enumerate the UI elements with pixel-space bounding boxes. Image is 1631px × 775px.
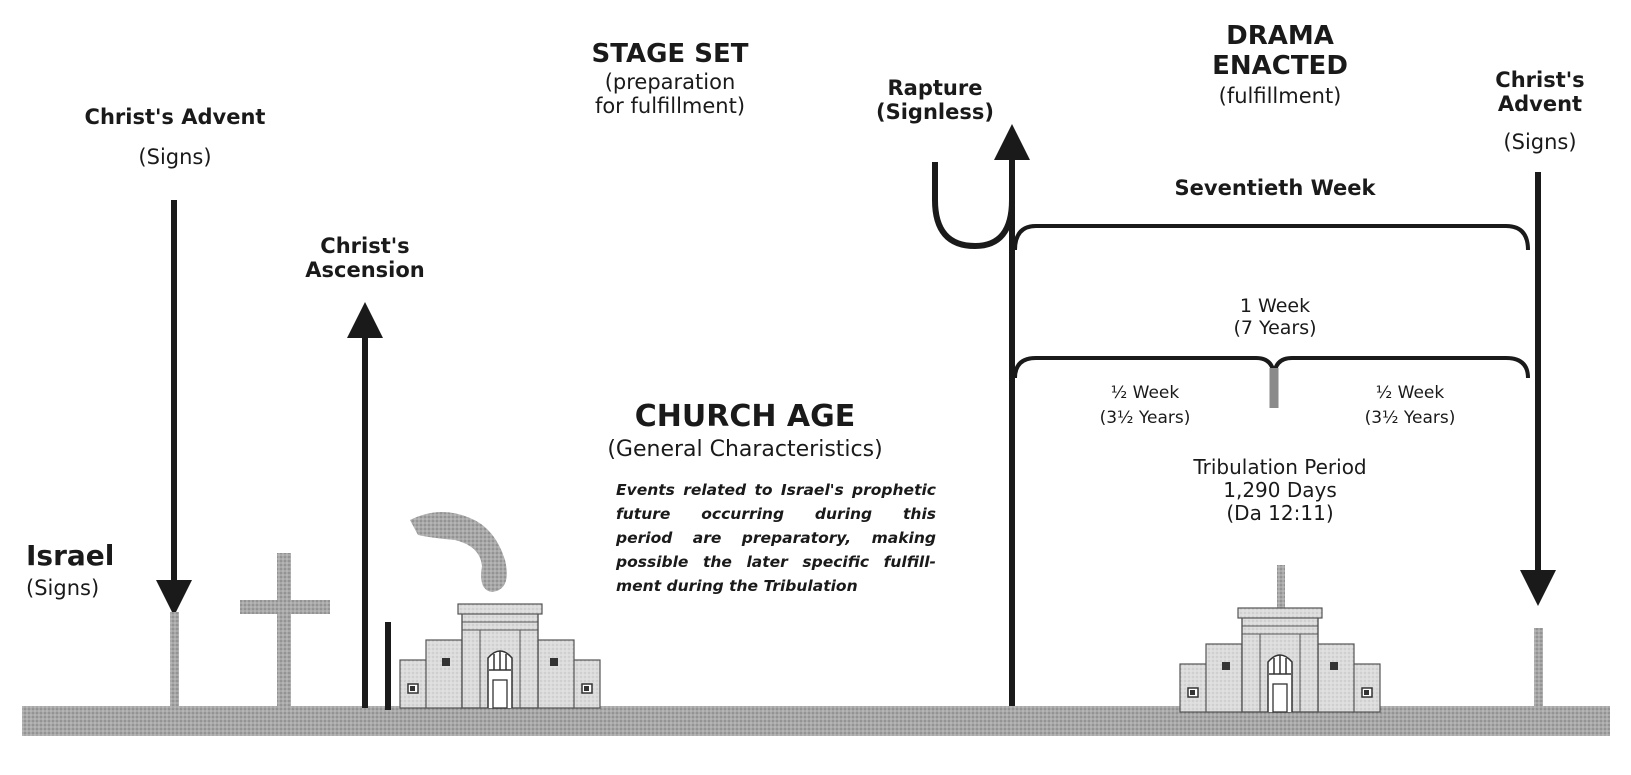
rapture-line1: Rapture (887, 76, 983, 100)
church-note-line: future occurring during this (616, 505, 936, 524)
smoke-icon (410, 511, 507, 592)
church-note-line: period are preparatory, making (616, 529, 936, 548)
tribulation-line2: 1,290 Days (1223, 478, 1337, 502)
one-week-label: 1 Week (7 Years) (1200, 295, 1350, 340)
rapture-line2: (Signless) (876, 100, 994, 125)
church-note-line: ment during the Tribulation (616, 577, 858, 596)
rapture-label: Rapture (Signless) (860, 76, 1010, 124)
tribulation-line1: Tribulation Period (1193, 455, 1367, 479)
advent-left-title: Christ's Advent (84, 105, 266, 129)
stage-set-sub1: (preparation (604, 69, 736, 94)
temple-icon-2 (1179, 607, 1381, 713)
half-week-left-line2: (3½ Years) (1099, 407, 1191, 428)
abomination-post (1277, 565, 1285, 609)
advent-right-line2: Advent (1497, 92, 1583, 117)
stage-set-label: STAGE SET (preparation for fulfillment) (565, 39, 775, 119)
church-note-line: Events related to Israel's prophetic (616, 481, 936, 499)
church-age-label: CHURCH AGE (General Characteristics) (560, 399, 930, 462)
advent-right-post (1534, 628, 1543, 708)
israel-label: Israel (Signs) (26, 539, 115, 601)
half-week-right-label: ½ Week (3½ Years) (1345, 383, 1475, 428)
israel-title: Israel (26, 539, 115, 572)
one-week-line2: (7 Years) (1233, 316, 1317, 339)
tribulation-label: Tribulation Period 1,290 Days (Da 12:11) (1160, 456, 1400, 525)
seventieth-week-label: Seventieth Week (1174, 176, 1376, 200)
half-week-left-label: ½ Week (3½ Years) (1085, 383, 1205, 428)
tribulation-line3: (Da 12:11) (1226, 501, 1334, 525)
half-week-left-line1: ½ Week (1110, 383, 1180, 403)
temple-icon (399, 603, 601, 709)
church-age-sub: (General Characteristics) (607, 436, 883, 462)
drama-line1: DRAMA (1226, 21, 1334, 51)
rapture-hook (932, 162, 1015, 706)
cross-icon (240, 553, 330, 708)
ascension-line2: Ascension (305, 258, 425, 283)
stage-set-sub2: for fulfillment) (594, 94, 746, 119)
advent-right-signs: (Signs) (1503, 130, 1577, 155)
advent-left-post (170, 612, 179, 707)
church-age-title: CHURCH AGE (634, 399, 856, 434)
ascension-post (385, 622, 391, 710)
ascension-line1: Christ's (320, 234, 410, 258)
one-week-line1: 1 Week (1239, 295, 1311, 317)
advent-left-label: Christ's Advent (Signs) (60, 105, 290, 169)
church-note: Events related to Israel's prophetic fut… (616, 478, 936, 598)
advent-right-label: Christ's Advent (Signs) (1480, 68, 1600, 154)
israel-signs: (Signs) (26, 576, 100, 601)
half-week-right-line1: ½ Week (1375, 383, 1445, 403)
seventieth-week-bracket (1013, 224, 1530, 251)
half-week-right-line2: (3½ Years) (1364, 407, 1456, 428)
stage-set-title: STAGE SET (591, 39, 749, 69)
advent-left-signs: (Signs) (138, 145, 212, 170)
drama-sub: (fulfillment) (1218, 83, 1342, 108)
church-note-line: possible the later specific fulfill- (616, 553, 936, 572)
ascension-label: Christ's Ascension (290, 234, 440, 282)
advent-right-line1: Christ's (1495, 68, 1585, 92)
drama-label: DRAMA ENACTED (fulfillment) (1180, 21, 1380, 108)
drama-line2: ENACTED (1212, 50, 1348, 81)
